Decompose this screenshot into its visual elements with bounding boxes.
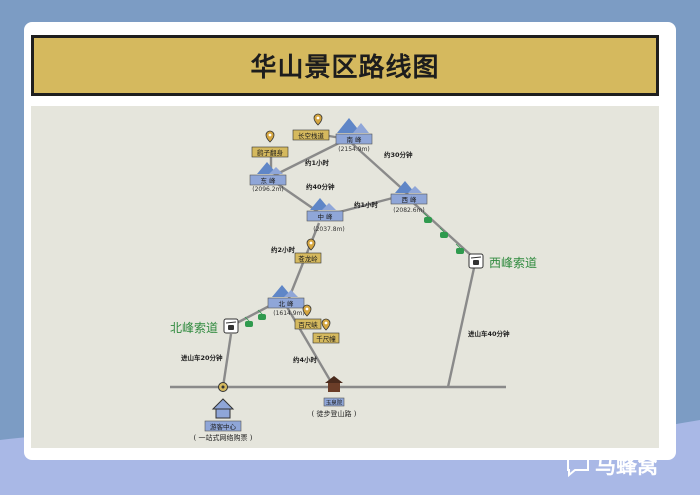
route-lines (170, 132, 506, 389)
route-west-cable (407, 197, 475, 259)
watermark: 马蜂窝 (565, 450, 695, 480)
peak-east-elevation: (2096.2m) (252, 186, 284, 193)
route-south-east (268, 137, 348, 180)
mountain-center (310, 198, 336, 210)
duration-south-west: 约30分钟 (384, 150, 413, 159)
spot-qianchi: 千尺幢 (312, 318, 340, 344)
spot-chess-pavilion: 鹞子翻身 (251, 130, 289, 158)
route-durations: 约1小时 约30分钟 约40分钟 约1小时 约2小时 进山车20分钟 约4小时 … (181, 150, 510, 364)
peak-north-name: 北 峰 (278, 299, 294, 308)
spot-baichi: 百尺峡 (294, 304, 322, 330)
cable-cars-north (244, 309, 266, 327)
route-westcable-road (446, 267, 476, 388)
location-pin-icon (321, 318, 331, 331)
cable-car-icon (257, 309, 266, 320)
mountain-south-icon (337, 118, 361, 133)
cable-car-icon (439, 227, 448, 238)
title-banner: 华山景区路线图 (31, 35, 659, 96)
peak-east-name: 东 峰 (260, 176, 276, 185)
watermark-text: 马蜂窝 (595, 454, 658, 478)
duration-north-visitor: 进山车20分钟 (181, 353, 223, 362)
cable-cars-west (423, 212, 464, 254)
peak-south-elevation: (2154.9m) (338, 146, 370, 153)
mountain-west-icon (395, 181, 415, 193)
spot-canglong-label: 苍龙岭 (298, 254, 318, 263)
mountain-north (272, 285, 298, 297)
peak-west-elevation: (2082.6m) (393, 207, 425, 214)
visitor-center-label: 游客中心 (210, 422, 237, 431)
peak-west-name: 西 峰 (401, 195, 417, 204)
spot-chess-pavilion-label: 鹞子翻身 (257, 148, 284, 157)
mountain-east (257, 162, 283, 174)
peak-center-elevation: (2037.8m) (313, 226, 345, 233)
speech-bubble-icon (567, 455, 589, 477)
spot-plank-road-label: 长空栈道 (298, 131, 325, 140)
location-pin-icon (306, 238, 316, 251)
route-map-area: 南 峰 (2154.9m) 东 峰 (2096.2m) 西 峰 (2082.6m… (31, 106, 659, 448)
mountain-gate-note: ( 徒步登山路 ) (312, 409, 357, 418)
duration-south-east: 约1小时 (305, 158, 330, 167)
visitor-center: 游客中心 ( 一站式网络购票 ) (194, 382, 253, 442)
mountain-west (395, 181, 422, 193)
route-map: 南 峰 (2154.9m) 东 峰 (2096.2m) 西 峰 (2082.6m… (170, 113, 537, 442)
peak-west: 西 峰 (2082.6m) (390, 193, 428, 214)
peak-south-name: 南 峰 (346, 135, 362, 144)
cableway-west-station: 西峰索道 (468, 253, 537, 270)
duration-north-gate: 约4小时 (293, 355, 318, 364)
location-pin-icon (313, 113, 323, 126)
spot-qianchi-label: 千尺幢 (316, 334, 336, 343)
mountain-south (337, 118, 369, 133)
route-north-visitor (221, 333, 233, 388)
route-south-west (346, 138, 409, 195)
peak-east: 东 峰 (2096.2m) (249, 174, 287, 193)
mountain-gate: 玉泉院 ( 徒步登山路 ) (312, 376, 357, 418)
page-title: 华山景区路线图 (250, 53, 440, 83)
duration-center-north: 约2小时 (271, 245, 296, 254)
visitor-center-note: ( 一站式网络购票 ) (194, 433, 253, 442)
peak-north-elevation: (1614.9m) (273, 310, 305, 317)
cableway-north-label: 北峰索道 (170, 321, 218, 335)
mountain-gate-label: 玉泉院 (326, 399, 343, 407)
peak-north: 北 峰 (1614.9m) (267, 297, 305, 317)
house-icon (211, 398, 235, 410)
spot-baichi-label: 百尺峡 (298, 320, 318, 329)
location-pin-icon (302, 304, 312, 317)
spot-plank-road: 长空栈道 (292, 113, 330, 141)
duration-east-center: 约40分钟 (306, 182, 335, 191)
location-pin-icon (265, 130, 275, 143)
cableway-west-label: 西峰索道 (489, 256, 537, 270)
duration-west-center: 约1小时 (354, 200, 379, 209)
cable-car-icon (455, 243, 464, 254)
cable-car-icon (244, 316, 253, 327)
cableway-north-station: 北峰索道 (170, 318, 239, 335)
duration-west-road: 进山车40分钟 (468, 329, 510, 338)
peak-center-name: 中 峰 (317, 212, 333, 221)
peak-center: 中 峰 (2037.8m) (306, 210, 345, 233)
cable-car-icon (423, 212, 432, 223)
spot-canglong: 苍龙岭 (294, 238, 322, 264)
peak-south: 南 峰 (2154.9m) (335, 133, 373, 153)
temple-gate-icon (328, 382, 340, 392)
